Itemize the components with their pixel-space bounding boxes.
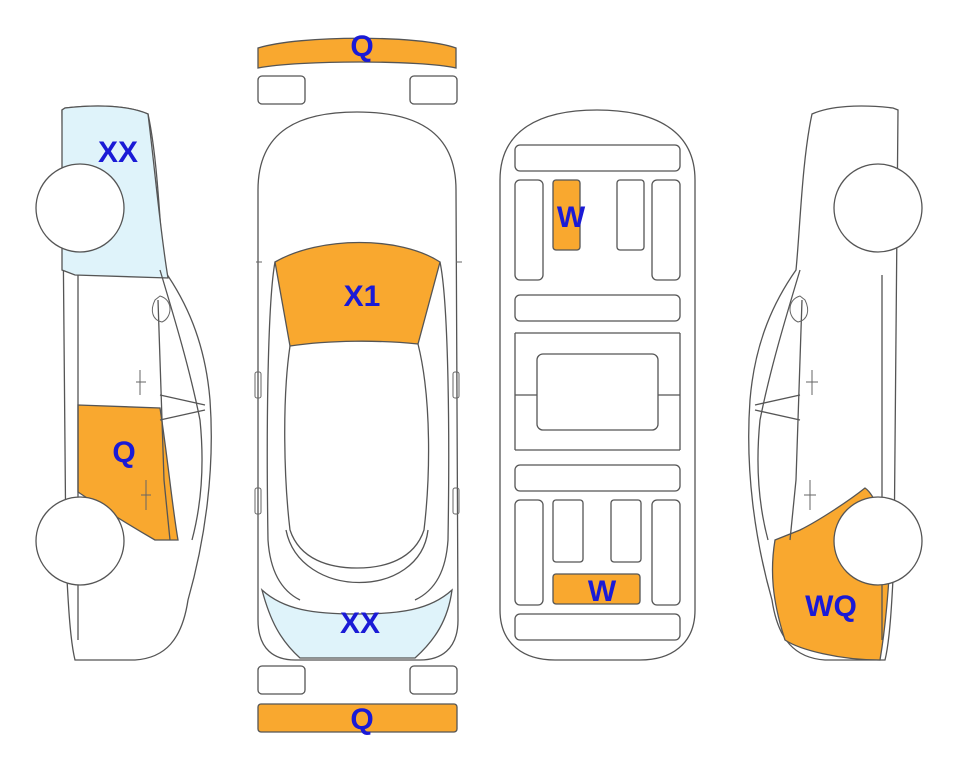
- right-rear-wheel: [833, 496, 923, 586]
- right-side-mirror: [754, 394, 801, 421]
- right-window-line: [757, 269, 801, 541]
- top-right-pillar: [414, 261, 450, 601]
- rear-bumper-label: Q: [350, 703, 373, 736]
- underbody-rear-left-rail: [514, 499, 544, 606]
- right-side-view: WQ: [748, 105, 923, 661]
- right-front-wheel: [833, 163, 923, 253]
- underbody-rear-end: [514, 613, 681, 641]
- underbody-front-right-panel: [616, 179, 645, 251]
- left-front-wheel: [35, 163, 125, 253]
- top-right-handle-front: [452, 371, 460, 399]
- underbody-center-tunnel: [536, 353, 659, 431]
- underbody-rear-right-rail: [651, 499, 681, 606]
- right-rear-quarter-label: WQ: [805, 590, 857, 623]
- left-door-edge: [157, 299, 171, 541]
- top-view: Q X1 XX Q: [254, 30, 462, 736]
- underbody-front-panel: [552, 179, 581, 251]
- underbody-rear-left-panel: [552, 499, 584, 563]
- left-handle-rear: [141, 480, 151, 510]
- top-left-pillar: [266, 261, 301, 601]
- top-left-handle-front: [254, 371, 262, 399]
- underbody-front-crossmember: [514, 144, 681, 172]
- left-window-line: [159, 269, 203, 541]
- right-handle-rear: [804, 480, 816, 510]
- underbody-rear-panel: [552, 573, 641, 605]
- top-body-outline: [257, 111, 459, 661]
- underbody-rear-panel-label: W: [588, 575, 617, 608]
- left-rear-wheel: [35, 496, 125, 586]
- left-mirror-detail: [151, 295, 171, 323]
- underbody-front-left-rail: [514, 179, 544, 281]
- front-left-headlight: [257, 75, 306, 105]
- rear-left-taillight: [257, 665, 306, 695]
- front-right-headlight: [409, 75, 458, 105]
- underbody-rear-crossmember: [514, 464, 681, 492]
- rear-deck-line: [285, 529, 429, 583]
- underbody-rear-right-panel: [610, 499, 642, 563]
- left-side-view: XX Q: [35, 105, 212, 661]
- rear-window: [260, 588, 453, 659]
- underbody-mid-crossmember: [514, 294, 681, 322]
- roof-outline: [284, 343, 430, 569]
- underbody-front-panel-label: W: [557, 201, 586, 234]
- left-handle-front: [136, 370, 146, 395]
- rear-window-label: XX: [340, 607, 380, 640]
- right-door-edge: [789, 299, 803, 541]
- front-bumper: [257, 37, 457, 69]
- underbody-front-right-rail: [651, 179, 681, 281]
- top-right-handle-rear: [452, 487, 460, 515]
- right-mirror-detail: [789, 295, 809, 323]
- left-side-mirror: [159, 394, 206, 421]
- rear-bumper: [257, 703, 458, 733]
- right-handle-front: [806, 370, 818, 395]
- windshield-label: X1: [344, 280, 381, 313]
- rear-right-taillight: [409, 665, 458, 695]
- top-left-handle-rear: [254, 487, 262, 515]
- front-bumper-label: Q: [350, 30, 373, 63]
- left-rear-door-label: Q: [112, 436, 135, 469]
- underbody-floor-pan: [514, 332, 681, 451]
- left-rear-window-label: XX: [98, 136, 138, 169]
- underbody-view: W W: [499, 109, 696, 661]
